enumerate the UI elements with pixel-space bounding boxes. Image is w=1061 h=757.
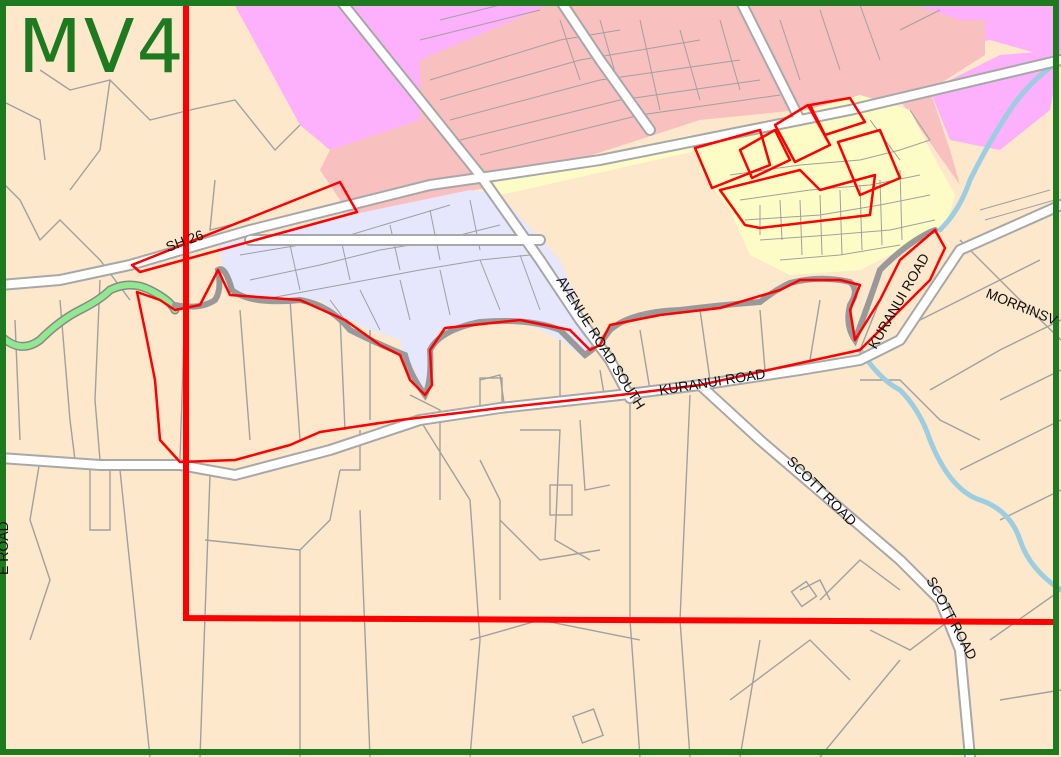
stream-blue-north — [937, 57, 1061, 233]
rural-residential-zone — [135, 228, 947, 464]
sh26-road — [0, 56, 1061, 289]
residential-block-6 — [718, 168, 877, 230]
commercial-zone — [320, 0, 985, 215]
sheet-label: MV4 — [18, 4, 186, 90]
residential-block-5 — [836, 128, 902, 197]
industrial-zone-southeast — [930, 50, 1061, 150]
residential-block-2 — [738, 128, 792, 180]
stream-blue-south — [857, 347, 1061, 593]
residential-block-3 — [773, 103, 832, 164]
residential-block-1 — [693, 128, 772, 190]
label-left-road: E ROAD — [0, 521, 11, 575]
zone-boundaries — [130, 96, 947, 464]
industrial-zone-north — [340, 0, 560, 70]
sh26-corridor-zone — [130, 180, 359, 274]
scott-road — [696, 381, 974, 757]
residential-block-4 — [808, 96, 867, 137]
avenue-road-south — [336, 0, 634, 402]
sheet-extent-frame — [183, 0, 1056, 625]
